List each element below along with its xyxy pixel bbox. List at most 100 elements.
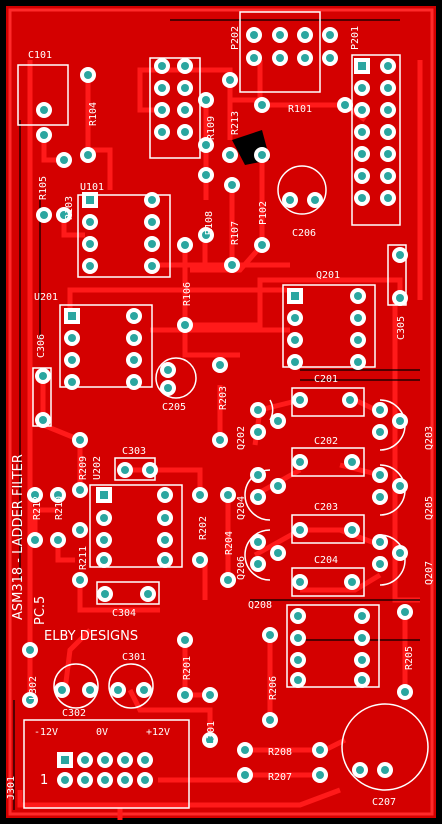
label-Q206: Q206 (236, 556, 247, 580)
label-R101: R101 (288, 104, 312, 115)
pad-hole (121, 756, 129, 764)
pad-hole (254, 428, 262, 436)
pin1-label: 1 (40, 773, 48, 788)
pad-hole (161, 491, 169, 499)
pad-hole (181, 62, 189, 70)
pad-hole (376, 560, 384, 568)
pad-hole (101, 756, 109, 764)
pad-hole (376, 428, 384, 436)
pad-hole (348, 458, 356, 466)
label-R208: R208 (268, 747, 292, 758)
label-R205: R205 (404, 646, 415, 670)
pad-hole (81, 756, 89, 764)
pad-hole (181, 321, 189, 329)
pad-hole (358, 656, 366, 664)
pad-hole (224, 491, 232, 499)
pad-hole (158, 62, 166, 70)
label-C301: C301 (122, 652, 146, 663)
pad-hole (39, 416, 47, 424)
pad-hole (254, 406, 262, 414)
pad-square-hole (61, 756, 69, 764)
label-Q201: Q201 (316, 270, 340, 281)
label-Q203: Q203 (424, 426, 435, 450)
pad-hole (396, 294, 404, 302)
pad-hole (40, 211, 48, 219)
pad-hole (60, 156, 68, 164)
pad-hole (326, 31, 334, 39)
pad-hole (358, 634, 366, 642)
pad-hole (60, 211, 68, 219)
label-C203: C203 (314, 502, 338, 513)
pad-hole (286, 196, 294, 204)
pad-hole (202, 171, 210, 179)
pad-hole (68, 334, 76, 342)
board-title: ASM318 - LADDER FILTER (11, 454, 26, 620)
label-P102: P102 (258, 201, 269, 225)
pad-hole (358, 612, 366, 620)
pad-hole (101, 776, 109, 784)
label-R105: R105 (38, 176, 49, 200)
label-R103: R103 (64, 196, 75, 220)
pad-hole (254, 493, 262, 501)
pad-hole (376, 493, 384, 501)
pad-hole (250, 54, 258, 62)
pad-hole (401, 608, 409, 616)
pad-hole (341, 101, 349, 109)
pad-hole (348, 578, 356, 586)
pad-hole (296, 396, 304, 404)
pad-hole (58, 686, 66, 694)
pad-hole (84, 71, 92, 79)
pad-hole (216, 436, 224, 444)
pad-hole (354, 336, 362, 344)
pad-hole (276, 54, 284, 62)
pad-hole (254, 471, 262, 479)
label-U101: U101 (80, 182, 104, 193)
pad-hole (161, 556, 169, 564)
label-R104: R104 (88, 102, 99, 126)
pad-hole (384, 194, 392, 202)
pad-square-hole (68, 312, 76, 320)
power-pos-label: +12V (146, 727, 170, 738)
label-L301: L301 (206, 721, 217, 745)
pad-hole (68, 378, 76, 386)
pad-hole (161, 514, 169, 522)
pads (22, 27, 413, 788)
pad-hole (216, 361, 224, 369)
pad-hole (76, 526, 84, 534)
pad-hole (226, 76, 234, 84)
pad-hole (396, 251, 404, 259)
pad-hole (276, 31, 284, 39)
pad-hole (316, 746, 324, 754)
label-R210: R210 (54, 496, 65, 520)
label-P201: P201 (350, 26, 361, 50)
pad-hole (291, 358, 299, 366)
pad-hole (294, 656, 302, 664)
label-C204: C204 (314, 555, 338, 566)
label-C303: C303 (122, 446, 146, 457)
pad-hole (254, 560, 262, 568)
label-R109: R109 (206, 116, 217, 140)
pad-hole (316, 771, 324, 779)
pad-hole (266, 716, 274, 724)
pad-hole (358, 194, 366, 202)
pad-hole (141, 756, 149, 764)
pad-hole (301, 31, 309, 39)
pad-hole (196, 556, 204, 564)
pad-hole (224, 576, 232, 584)
pad-hole (358, 172, 366, 180)
pad-hole (202, 141, 210, 149)
pad-hole (86, 240, 94, 248)
pad-square-hole (86, 196, 94, 204)
pad-hole (206, 691, 214, 699)
label-R204: R204 (224, 531, 235, 555)
pad-hole (384, 128, 392, 136)
dark-traces (13, 19, 420, 810)
pad-hole (76, 486, 84, 494)
pad-hole (358, 84, 366, 92)
label-C305: C305 (396, 316, 407, 340)
pad-hole (291, 336, 299, 344)
pad-hole (396, 482, 404, 490)
label-C302: C302 (62, 708, 86, 719)
pad-hole (144, 590, 152, 598)
pad-hole (130, 378, 138, 386)
